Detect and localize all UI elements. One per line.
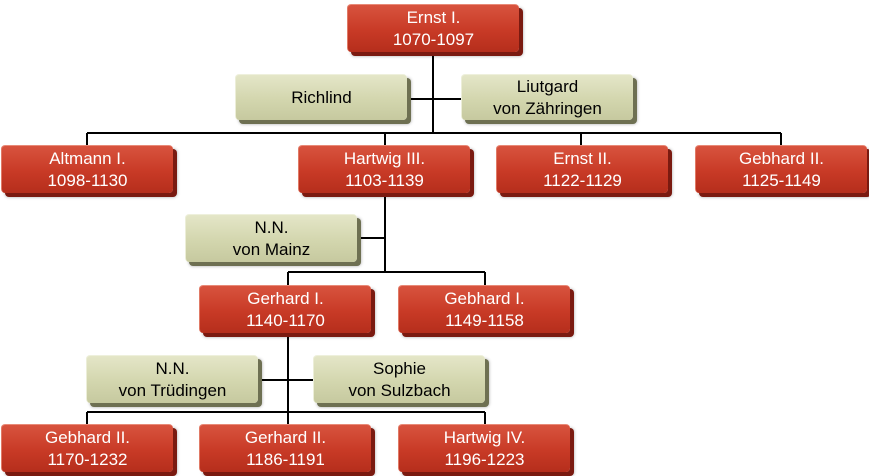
node-hartwig-iv-dates: 1196-1223 <box>444 449 525 469</box>
node-liutgard-line1: Liutgard <box>516 76 579 96</box>
node-richlind-name: Richlind <box>291 87 352 107</box>
node-gebhard-ii-b: Gebhard II. 1170-1232 <box>1 424 173 472</box>
node-ernst-ii-dates: 1122-1129 <box>543 170 622 190</box>
node-hartwig-iii-name: Hartwig III. <box>343 148 426 168</box>
node-ernst-i-name: Ernst I. <box>406 7 461 27</box>
node-gebhard-ii-b-name: Gebhard II. <box>44 427 131 447</box>
node-ernst-ii: Ernst II. 1122-1129 <box>496 145 668 193</box>
node-ernst-i: Ernst I. 1070-1097 <box>347 4 519 52</box>
node-altmann-i-dates: 1098-1130 <box>47 170 128 190</box>
node-gerhard-i-dates: 1140-1170 <box>246 310 325 330</box>
node-ernst-i-dates: 1070-1097 <box>392 29 475 49</box>
node-nn-truedingen-line1: N.N. <box>155 358 190 378</box>
node-gerhard-ii-name: Gerhard II. <box>244 427 327 447</box>
node-gebhard-ii-b-dates: 1170-1232 <box>47 449 128 469</box>
node-liutgard: Liutgard von Zähringen <box>461 74 633 120</box>
node-sophie-line1: Sophie <box>373 358 426 378</box>
node-altmann-i: Altmann I. 1098-1130 <box>1 145 173 193</box>
node-gebhard-i: Gebhard I. 1149-1158 <box>398 285 570 333</box>
node-nn-mainz: N.N. von Mainz <box>185 214 357 262</box>
node-ernst-ii-name: Ernst II. <box>553 148 612 168</box>
node-altmann-i-name: Altmann I. <box>49 148 126 168</box>
node-nn-truedingen: N.N. von Trüdingen <box>86 355 258 403</box>
node-gerhard-i: Gerhard I. 1140-1170 <box>199 285 371 333</box>
node-sophie: Sophie von Sulzbach <box>313 355 485 403</box>
node-nn-mainz-line2: von Mainz <box>232 239 311 259</box>
node-gerhard-ii: Gerhard II. 1186-1191 <box>199 424 371 472</box>
node-gebhard-i-dates: 1149-1158 <box>445 310 524 330</box>
node-gebhard-ii-a: Gebhard II. 1125-1149 <box>695 145 867 193</box>
node-gebhard-ii-a-dates: 1125-1149 <box>742 170 821 190</box>
node-gebhard-ii-a-name: Gebhard II. <box>738 148 825 168</box>
node-richlind: Richlind <box>235 74 407 120</box>
node-gerhard-ii-dates: 1186-1191 <box>246 449 325 469</box>
node-liutgard-line2: von Zähringen <box>493 98 602 118</box>
node-hartwig-iv-name: Hartwig IV. <box>443 427 526 447</box>
node-gebhard-i-name: Gebhard I. <box>444 288 525 308</box>
node-nn-mainz-line1: N.N. <box>254 217 289 237</box>
node-sophie-line2: von Sulzbach <box>348 380 451 400</box>
node-hartwig-iv: Hartwig IV. 1196-1223 <box>398 424 570 472</box>
node-gerhard-i-name: Gerhard I. <box>247 288 324 308</box>
node-hartwig-iii: Hartwig III. 1103-1139 <box>298 145 470 193</box>
node-nn-truedingen-line2: von Trüdingen <box>118 380 227 400</box>
node-hartwig-iii-dates: 1103-1139 <box>345 170 424 190</box>
